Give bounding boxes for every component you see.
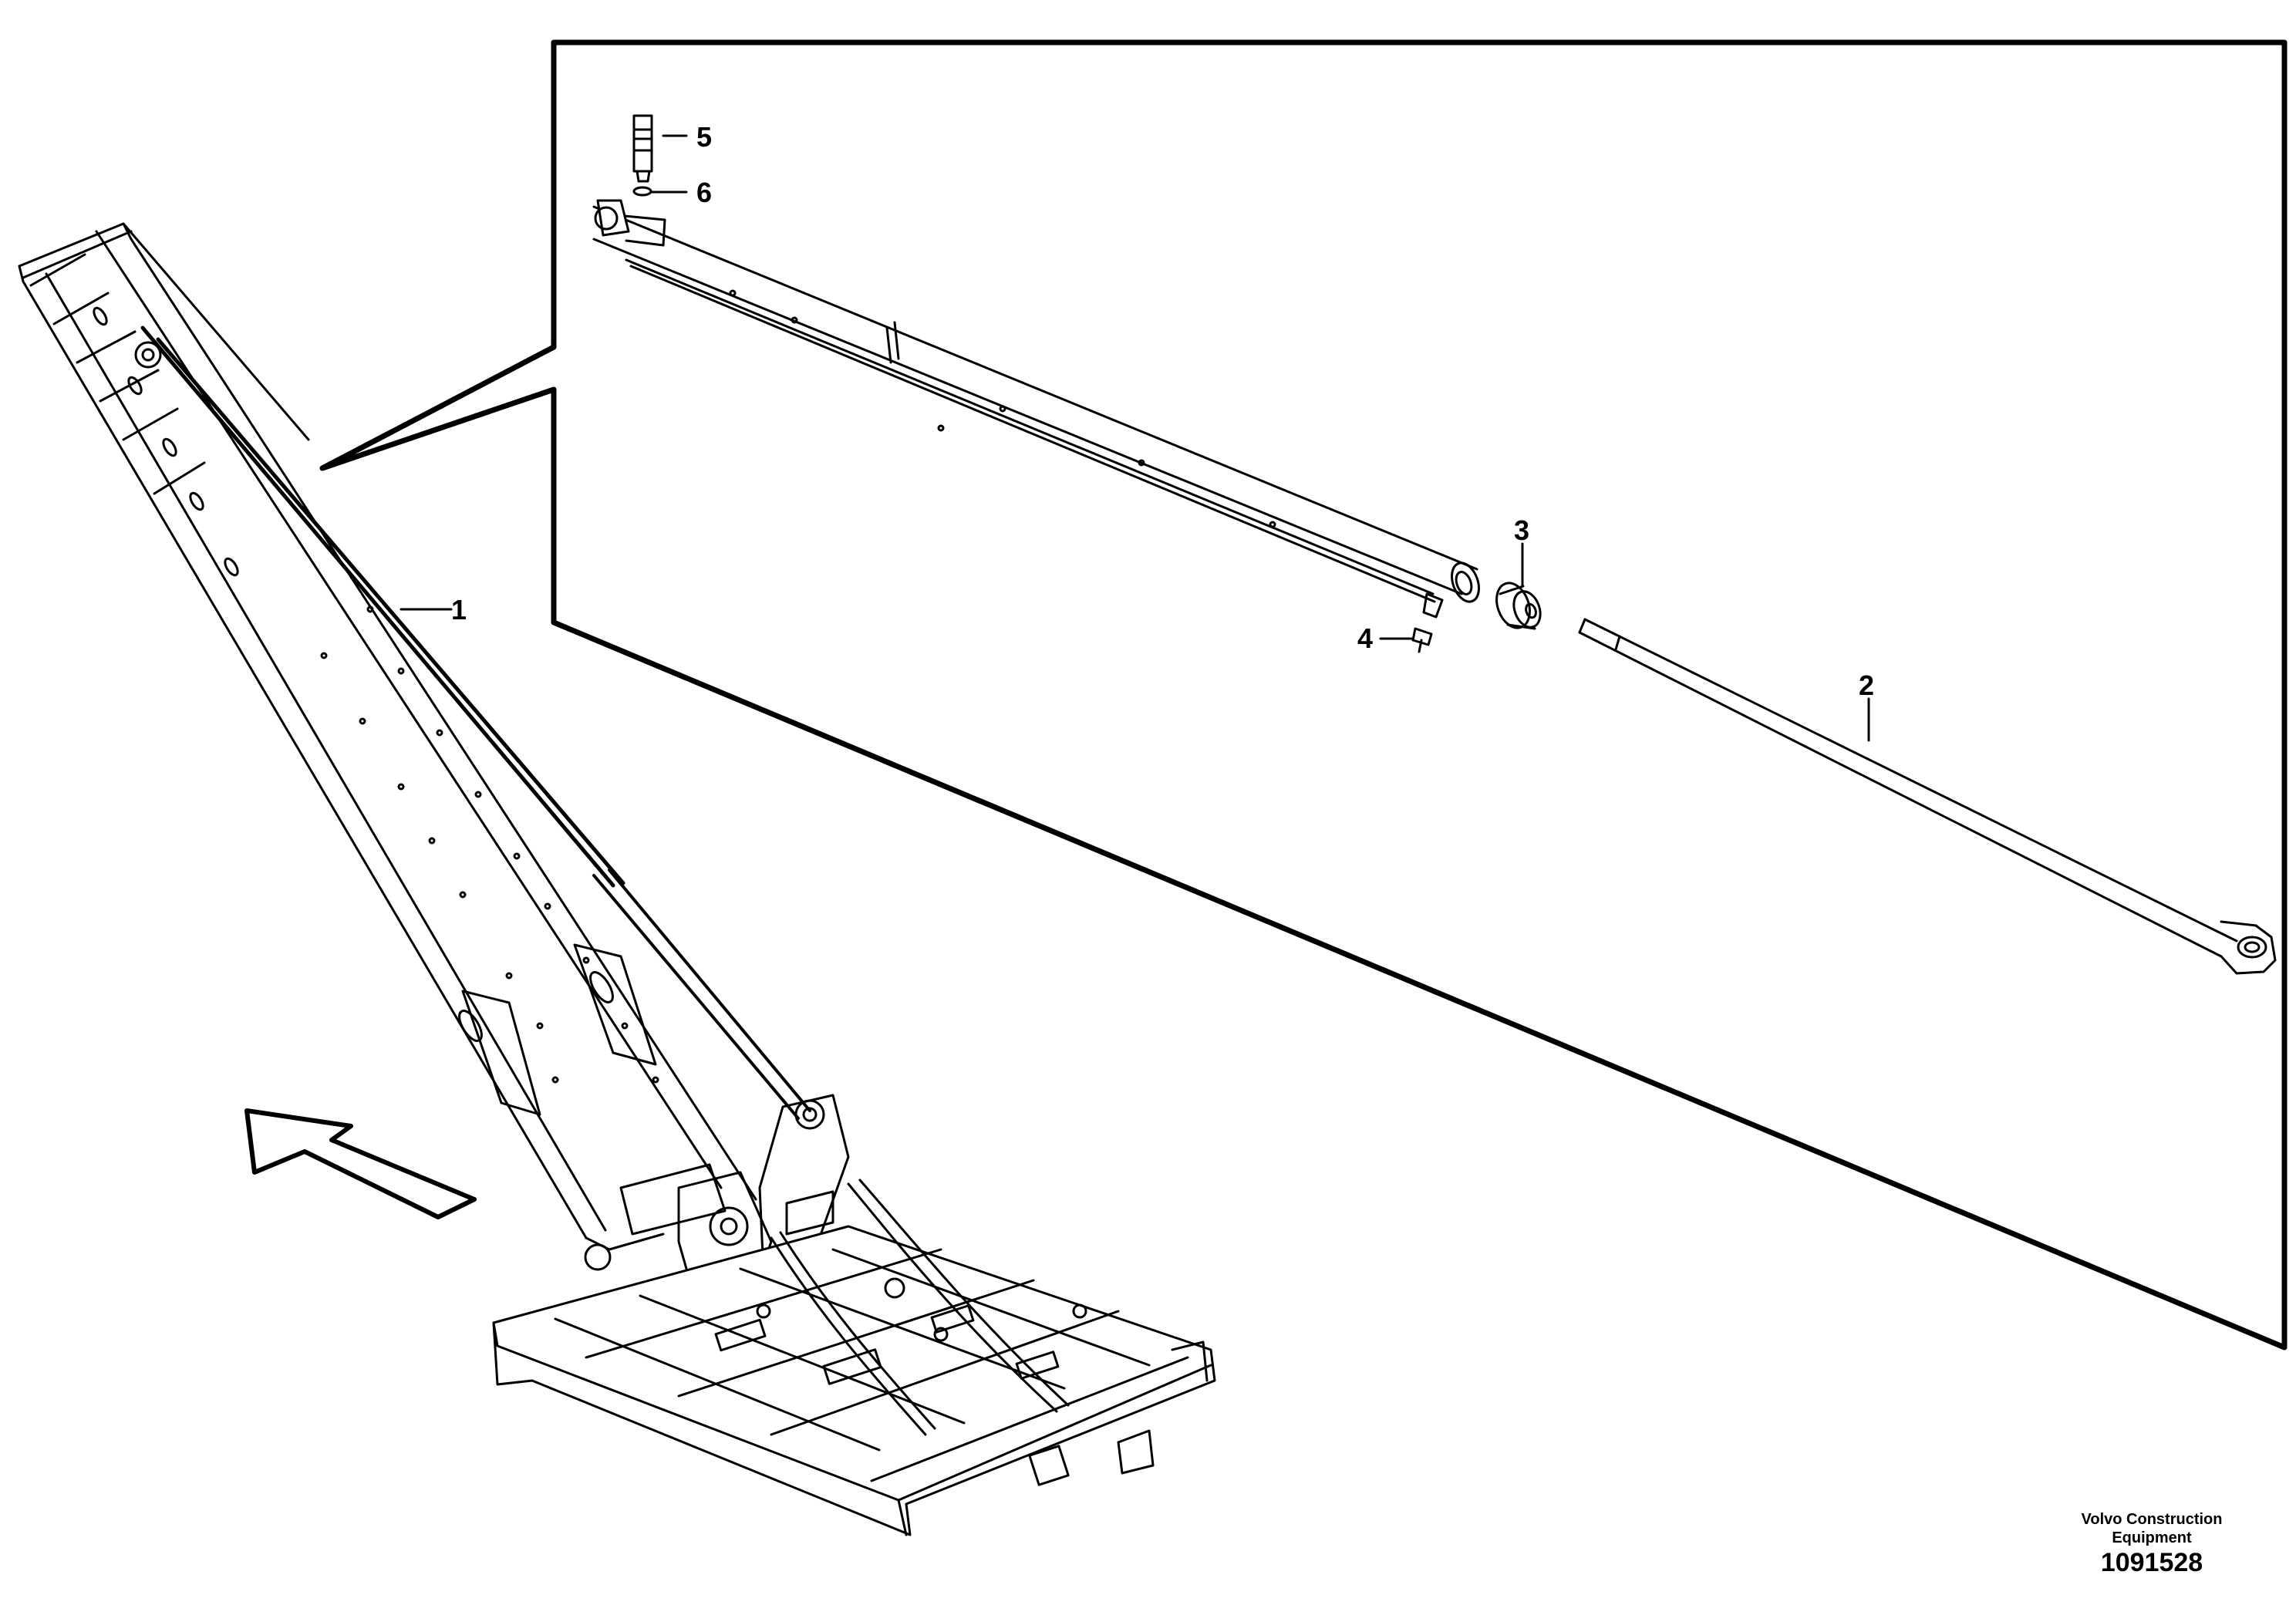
upper-frame — [492, 1179, 1216, 1536]
callout-2: 2 — [1859, 669, 1874, 701]
callout-3: 3 — [1514, 514, 1529, 546]
company-name-line2: Equipment — [2112, 1529, 2192, 1546]
detail-frame — [319, 39, 2288, 1351]
callout-4: 4 — [1357, 622, 1373, 654]
company-name-line1: Volvo Construction — [2081, 1511, 2223, 1528]
leader-lines — [400, 134, 1870, 742]
grease-nipple — [1411, 627, 1433, 653]
boom-cylinder — [134, 325, 825, 1130]
piston-rod — [1578, 618, 2277, 975]
cylinder-barrel — [592, 199, 1480, 619]
valve-fitting — [632, 114, 653, 183]
direction-arrow-icon — [244, 1108, 477, 1219]
callout-1: 1 — [451, 594, 467, 626]
callout-6: 6 — [696, 177, 712, 208]
cylinder-gland — [1495, 582, 1542, 630]
company-credit: Volvo Construction Equipment 1091528 — [2013, 1510, 2291, 1578]
drawing-number: 1091528 — [2100, 1548, 2203, 1577]
callout-5: 5 — [696, 121, 712, 153]
